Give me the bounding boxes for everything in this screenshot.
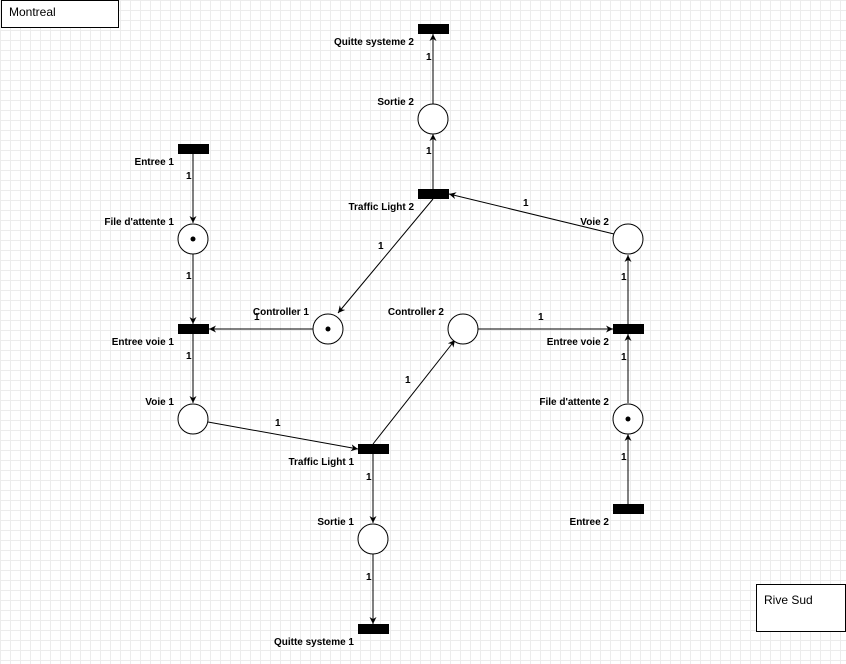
label-quitte-systeme-1: Quitte systeme 1 [274, 637, 354, 648]
transition-entree-1[interactable] [178, 144, 209, 154]
weight-label: 1 [366, 472, 372, 483]
transitions [178, 24, 644, 634]
token-controller-1 [325, 326, 331, 332]
label-sortie-2: Sortie 2 [377, 97, 414, 108]
weight-label: 1 [426, 52, 432, 63]
weight-label: 1 [378, 241, 384, 252]
label-traffic-light-2: Traffic Light 2 [348, 202, 414, 213]
places [177, 103, 644, 555]
transition-entree-voie-1[interactable] [178, 324, 209, 334]
place-voie-1[interactable] [177, 403, 209, 435]
label-voie-2: Voie 2 [580, 217, 609, 228]
arc-voie2-to-trafficlight2 [448, 192, 615, 235]
arc-trafficlight1-to-controller2 [372, 339, 456, 445]
rive-sud-region-label: Rive Sud [756, 584, 846, 632]
label-controller-2: Controller 2 [388, 307, 445, 318]
weight-label: 1 [538, 312, 544, 323]
weight-label: 1 [186, 271, 192, 282]
transition-entree-2[interactable] [613, 504, 644, 514]
arc-trafficlight2-to-controller1 [337, 198, 434, 314]
weight-label: 1 [186, 351, 192, 362]
label-traffic-light-1: Traffic Light 1 [288, 457, 354, 468]
weight-label: 1 [621, 352, 627, 363]
weight-label: 1 [254, 312, 260, 323]
label-voie-1: Voie 1 [145, 397, 174, 408]
label-controller-1: Controller 1 [253, 307, 310, 318]
weight-label: 1 [405, 375, 411, 386]
label-file-attente-1: File d'attente 1 [104, 217, 174, 228]
transition-entree-voie-2[interactable] [613, 324, 644, 334]
transition-quitte-systeme-1[interactable] [358, 624, 389, 634]
label-entree-1: Entree 1 [135, 157, 175, 168]
node-labels: Entree 1 File d'attente 1 Entree voie 1 … [104, 37, 609, 648]
arc-voie1-to-trafficlight1 [207, 421, 359, 452]
place-sortie-1[interactable] [357, 523, 389, 555]
label-entree-voie-1: Entree voie 1 [112, 337, 175, 348]
weight-label: 1 [186, 171, 192, 182]
weight-label: 1 [621, 272, 627, 283]
label-quitte-systeme-2: Quitte systeme 2 [334, 37, 414, 48]
weight-label: 1 [426, 146, 432, 157]
weight-label: 1 [621, 452, 627, 463]
montreal-region-label: Montreal [1, 0, 119, 28]
place-controller-2[interactable] [447, 313, 479, 345]
arc-weights: 1 1 1 1 1 1 1 1 1 1 1 1 1 1 1 1 [186, 52, 627, 583]
label-entree-voie-2: Entree voie 2 [547, 337, 610, 348]
weight-label: 1 [366, 572, 372, 583]
transition-traffic-light-1[interactable] [358, 444, 389, 454]
label-file-attente-2: File d'attente 2 [539, 397, 609, 408]
arcs [189, 34, 632, 624]
transition-quitte-systeme-2[interactable] [418, 24, 449, 34]
place-voie-2[interactable] [612, 223, 644, 255]
token-file-attente-2 [625, 416, 631, 422]
token-file-attente-1 [190, 236, 196, 242]
label-sortie-1: Sortie 1 [317, 517, 354, 528]
weight-label: 1 [275, 418, 281, 429]
weight-label: 1 [523, 198, 529, 209]
transition-traffic-light-2[interactable] [418, 189, 449, 199]
label-entree-2: Entree 2 [570, 517, 610, 528]
place-sortie-2[interactable] [417, 103, 449, 135]
